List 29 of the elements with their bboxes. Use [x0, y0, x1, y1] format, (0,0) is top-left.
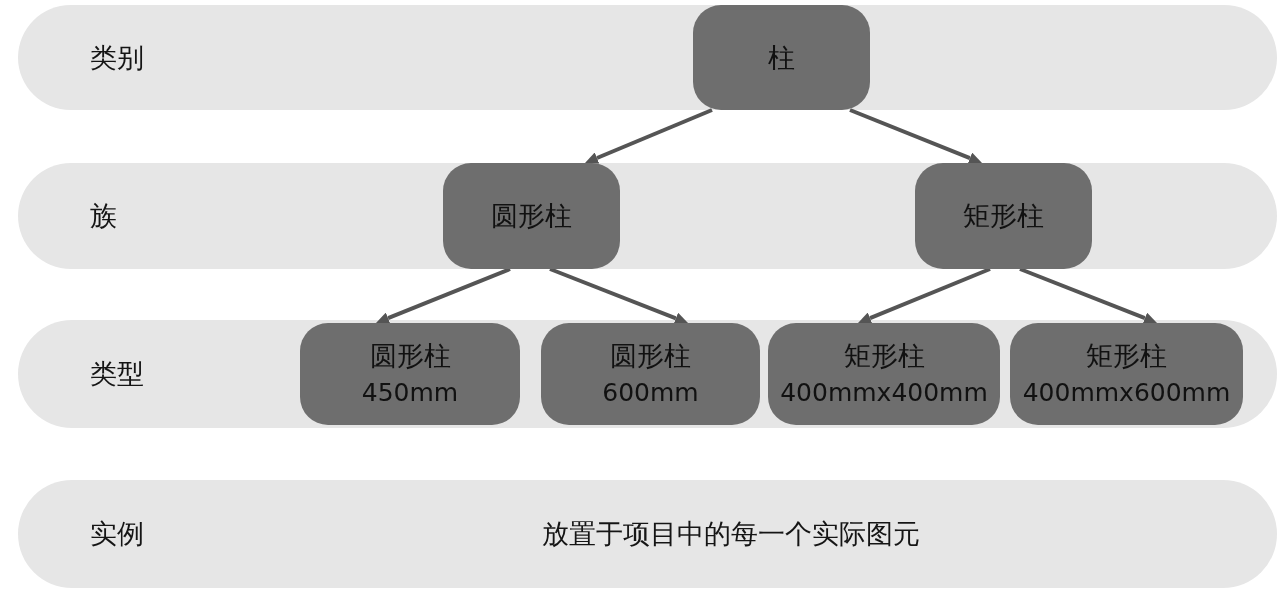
rounded-box — [1010, 323, 1243, 425]
level-label: 类别 — [90, 40, 144, 75]
box-label: 400mmx400mm — [780, 377, 988, 410]
rounded-box — [693, 5, 870, 110]
arrow — [549, 267, 688, 324]
box-label: 450mm — [361, 377, 459, 410]
arrow — [585, 108, 713, 164]
arrow — [858, 267, 991, 324]
box-label: 柱 — [768, 40, 795, 75]
box-label: 圆形柱 — [369, 339, 451, 374]
arrow — [849, 108, 982, 164]
rounded-box — [915, 163, 1092, 269]
box-label: 矩形柱 — [1086, 339, 1167, 374]
level-label: 类型 — [90, 357, 144, 391]
description-text: 放置于项目中的每一个实际图元 — [542, 517, 920, 551]
level-label: 实例 — [90, 517, 144, 551]
level-label: 族 — [90, 199, 117, 233]
box-label: 圆形柱 — [610, 339, 691, 374]
rounded-box — [541, 323, 760, 425]
arrow — [376, 267, 511, 324]
rounded-box — [300, 323, 520, 425]
arrow — [1019, 267, 1157, 324]
rounded-box — [768, 323, 1000, 425]
box-label: 圆形柱 — [491, 199, 572, 234]
box-label: 400mmx600mm — [1022, 377, 1231, 410]
box-label: 矩形柱 — [963, 199, 1044, 234]
box-label: 矩形柱 — [843, 339, 925, 374]
box-label: 600mm — [602, 377, 699, 410]
rounded-box — [443, 163, 620, 269]
